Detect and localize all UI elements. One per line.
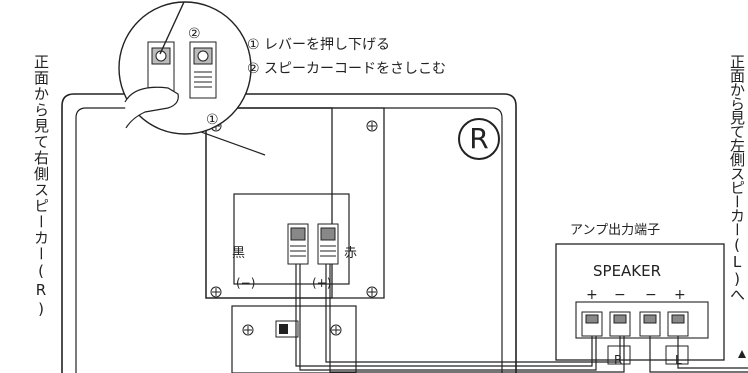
amplifier-title: アンプ出力端子 [570, 223, 661, 238]
amp-channel-r-label: R [614, 353, 623, 367]
amp-polarity-2: − [614, 287, 626, 303]
finger [124, 86, 179, 129]
speaker-cord [159, 1, 185, 55]
terminal-black-label: 黒 [232, 246, 246, 261]
terminal-minus-label: (−) [236, 276, 256, 290]
instruction-step-2: ② スピーカーコードをさしこむ [247, 61, 447, 77]
lower-plate [231, 305, 357, 373]
amplifier-panel [555, 243, 725, 361]
amplifier-speaker-label: SPEAKER [593, 262, 662, 280]
callout-number-2: ② [188, 26, 201, 42]
amp-polarity-1: + [586, 287, 598, 303]
speaker-terminals [287, 223, 339, 265]
terminal-plate [205, 107, 333, 299]
amp-polarity-3: − [645, 287, 657, 303]
amp-polarity-4: + [674, 287, 686, 303]
speaker-cabinet-outline [61, 93, 517, 373]
right-speaker-caption: 正面から見て右側スピーカー(R) [32, 54, 50, 319]
amp-terminals [581, 311, 689, 337]
left-speaker-caption: 正面から見て左側スピーカー(L)へ [728, 54, 746, 301]
amp-channel-l-label: L [675, 353, 682, 367]
right-channel-badge: R [458, 118, 500, 160]
terminal-plus-label: (+) [312, 276, 332, 290]
speaker-wires [295, 264, 748, 373]
instruction-step-1: ① レバーを押し下げる [247, 37, 391, 53]
terminal-red-label: 赤 [344, 246, 358, 261]
callout-number-1: ① [206, 112, 219, 128]
terminal-plate-inner [233, 193, 350, 285]
